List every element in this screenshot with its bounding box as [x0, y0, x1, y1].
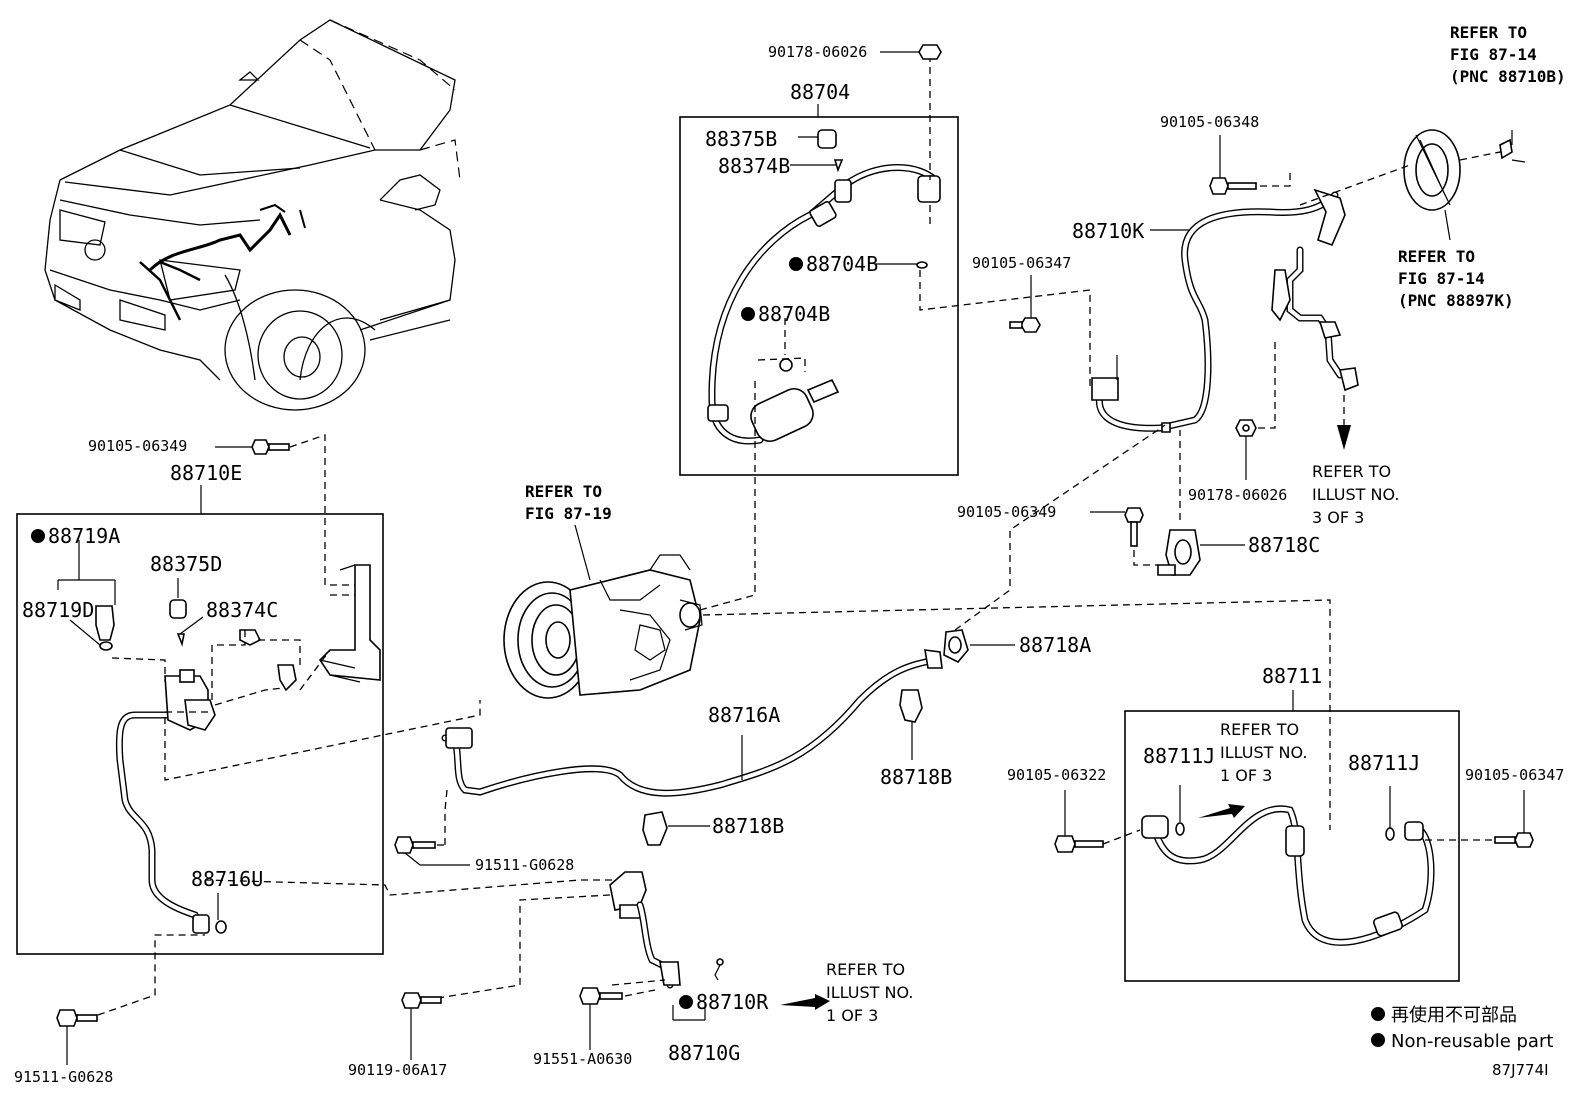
drawing-code: 87J774I: [1492, 1061, 1549, 1079]
label-88704B-b: 88704B: [758, 302, 830, 326]
label-90105-06349-left: 90105-06349: [88, 437, 187, 455]
legend-dot-en: [1371, 1033, 1385, 1047]
svg-text:(PNC 88710B): (PNC 88710B): [1450, 67, 1566, 86]
svg-text:FIG 87-19: FIG 87-19: [525, 504, 612, 523]
label-88719A: 88719A: [48, 524, 120, 548]
svg-text:ILLUST NO.: ILLUST NO.: [826, 983, 913, 1002]
bolt-90105-06347-mid: [1009, 275, 1041, 333]
non-reusable-dot-88719A: [31, 529, 45, 543]
assembly-88710E: [16, 485, 481, 955]
svg-text:FIG 87-14: FIG 87-14: [1450, 45, 1537, 64]
refer-fig-87-14-88710B: REFER TO FIG 87-14 (PNC 88710B): [1450, 23, 1566, 86]
part-labels: 90178-06026 88704 88375B 88374B 88704B 8…: [14, 43, 1564, 1086]
label-88375B: 88375B: [705, 127, 777, 151]
label-88719D: 88719D: [22, 598, 94, 622]
assembly-88704: [679, 55, 1091, 476]
label-91511-G0628-left: 91511-G0628: [14, 1068, 113, 1086]
bolt-90178-06026-top: [880, 44, 942, 60]
label-88711J-a: 88711J: [1143, 744, 1215, 768]
svg-text:3 OF 3: 3 OF 3: [1312, 508, 1364, 527]
clamp-88718C: [1090, 430, 1245, 576]
pipe-88710G: [204, 871, 830, 1021]
bolt-90119-06A17: [401, 992, 442, 1060]
label-90178-06026-top: 90178-06026: [768, 43, 867, 61]
legend-en: Non-reusable part: [1391, 1031, 1553, 1052]
label-88710G: 88710G: [668, 1041, 740, 1065]
label-91551-A0630: 91551-A0630: [533, 1050, 632, 1068]
compressor: [503, 380, 1331, 830]
refer-illust-3-of-3: REFER TO ILLUST NO. 3 OF 3: [1312, 462, 1399, 527]
label-88718B-b: 88718B: [712, 814, 784, 838]
label-90105-06347-right: 90105-06347: [1465, 766, 1564, 784]
label-88374C: 88374C: [206, 598, 278, 622]
svg-text:(PNC 88897K): (PNC 88897K): [1398, 291, 1514, 310]
label-88718C: 88718C: [1248, 533, 1320, 557]
non-reusable-dot-88704B-a: [789, 257, 803, 271]
label-88704: 88704: [790, 80, 850, 104]
label-88716A: 88716A: [708, 703, 780, 727]
legend: 再使用不可部品 Non-reusable part 87J774I: [1371, 1005, 1553, 1079]
reference-notes: REFER TO FIG 87-14 (PNC 88710B) REFER TO…: [525, 23, 1566, 1025]
hose-88710K: [1091, 188, 1359, 433]
svg-text:ILLUST NO.: ILLUST NO.: [1312, 485, 1399, 504]
label-88718B-a: 88718B: [880, 765, 952, 789]
clamp-88718A: [943, 424, 1166, 663]
refer-illust-1-of-3-bottom: REFER TO ILLUST NO. 1 OF 3: [826, 960, 913, 1025]
label-90119-06A17: 90119-06A17: [348, 1061, 447, 1079]
label-88710K: 88710K: [1072, 219, 1144, 243]
label-88375D: 88375D: [150, 552, 222, 576]
label-88710E: 88710E: [170, 461, 242, 485]
svg-text:REFER TO: REFER TO: [1450, 23, 1527, 42]
non-reusable-dot-88710R: [679, 995, 693, 1009]
label-90105-06322: 90105-06322: [1007, 766, 1106, 784]
pipe-88716A: [441, 649, 943, 848]
label-88711: 88711: [1262, 664, 1322, 688]
label-88704B-a: 88704B: [806, 252, 878, 276]
legend-jp: 再使用不可部品: [1391, 1005, 1517, 1026]
svg-text:REFER TO: REFER TO: [1398, 247, 1475, 266]
clamp-88718B-right: [899, 689, 923, 760]
refer-fig-87-19: REFER TO FIG 87-19: [525, 482, 612, 523]
bolt-90105-06348: [1209, 135, 1291, 195]
non-reusable-dot-88704B-b: [741, 307, 755, 321]
label-90105-06347-mid: 90105-06347: [972, 254, 1071, 272]
label-88718A: 88718A: [1019, 633, 1091, 657]
label-90178-06026-right: 90178-06026: [1188, 486, 1287, 504]
grommet-88897K: [1299, 129, 1526, 241]
svg-text:REFER TO: REFER TO: [826, 960, 905, 979]
bolt-91551-A0630: [579, 987, 656, 1050]
bolt-91511-G0628-center: [394, 836, 470, 866]
refer-fig-87-14-88897K: REFER TO FIG 87-14 (PNC 88897K): [1398, 247, 1514, 310]
legend-dot-jp: [1371, 1007, 1385, 1021]
refer-illust-1-of-3-box: REFER TO ILLUST NO. 1 OF 3: [1220, 720, 1307, 785]
label-90105-06349-mid: 90105-06349: [957, 503, 1056, 521]
bolt-90105-06347-right: [1425, 790, 1534, 848]
assembly-88711: [1124, 690, 1460, 982]
label-91511-G0628-center: 91511-G0628: [475, 856, 574, 874]
label-88716U: 88716U: [191, 867, 263, 891]
svg-text:ILLUST NO.: ILLUST NO.: [1220, 743, 1307, 762]
svg-text:REFER TO: REFER TO: [1312, 462, 1391, 481]
label-90105-06348: 90105-06348: [1160, 113, 1259, 131]
bolt-90105-06349-left: [215, 434, 355, 586]
nut-90178-06026-right: [1235, 340, 1276, 480]
svg-text:REFER TO: REFER TO: [525, 482, 602, 501]
clamp-88718B-lower: [642, 811, 710, 846]
svg-text:REFER TO: REFER TO: [1220, 720, 1299, 739]
bolt-90105-06322: [1054, 790, 1141, 853]
bolt-91511-G0628-left: [56, 934, 205, 1065]
refer-illust3-arrow: [1337, 395, 1351, 450]
svg-text:1 OF 3: 1 OF 3: [1220, 766, 1272, 785]
vehicle-illustration: [44, 19, 461, 411]
label-88711J-b: 88711J: [1348, 751, 1420, 775]
label-88710R: 88710R: [696, 990, 769, 1014]
svg-text:FIG 87-14: FIG 87-14: [1398, 269, 1485, 288]
label-88374B: 88374B: [718, 154, 790, 178]
svg-text:1 OF 3: 1 OF 3: [826, 1006, 878, 1025]
